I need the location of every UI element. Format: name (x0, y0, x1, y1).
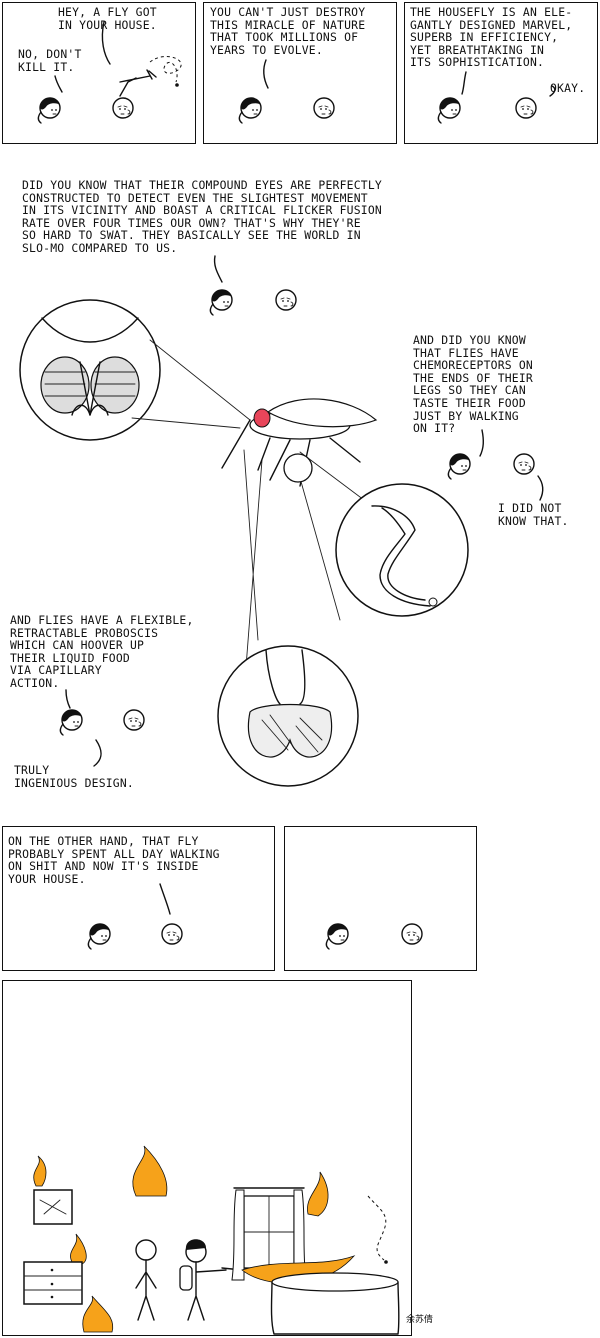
ingenious-design-line: TRULY INGENIOUS DESIGN. (14, 763, 134, 790)
artist-signature: 余苏倩 (406, 1313, 433, 1325)
comic-panel-1 (2, 2, 196, 144)
comic-panel-5 (2, 826, 275, 971)
dont-kill-line: NO, DON'T KILL IT. (18, 47, 82, 74)
panel3-art (437, 71, 556, 124)
compound-eyes-line: DID YOU KNOW THAT THEIR COMPOUND EYES AR… (22, 178, 382, 255)
panel4-art (19, 255, 544, 787)
panel6-art (325, 923, 423, 950)
did-not-know-reply: I DID NOT KNOW THAT. (498, 501, 569, 528)
comic-panel-2 (203, 2, 397, 144)
panel7-art (23, 1145, 400, 1335)
walking-on-shit-line: ON THE OTHER HAND, THAT FLY PROBABLY SPE… (8, 834, 220, 886)
fly-in-house-line: HEY, A FLY GOT IN YOUR HOUSE. (58, 5, 157, 32)
proboscis-line: AND FLIES HAVE A FLEXIBLE, RETRACTABLE P… (10, 613, 194, 690)
okay-reply: OKAY. (550, 81, 586, 95)
chemoreceptors-line: AND DID YOU KNOW THAT FLIES HAVE CHEMORE… (413, 333, 533, 436)
comic-panel-6 (284, 826, 477, 971)
housefly-marvel-line: THE HOUSEFLY IS AN ELE- GANTLY DESIGNED … (410, 5, 573, 70)
comic-panel-3 (404, 2, 598, 144)
panel1-art (37, 21, 182, 124)
miracle-of-nature-line: YOU CAN'T JUST DESTROY THIS MIRACLE OF N… (210, 5, 366, 57)
panel5-art (87, 883, 183, 950)
panel2-art (238, 59, 335, 124)
